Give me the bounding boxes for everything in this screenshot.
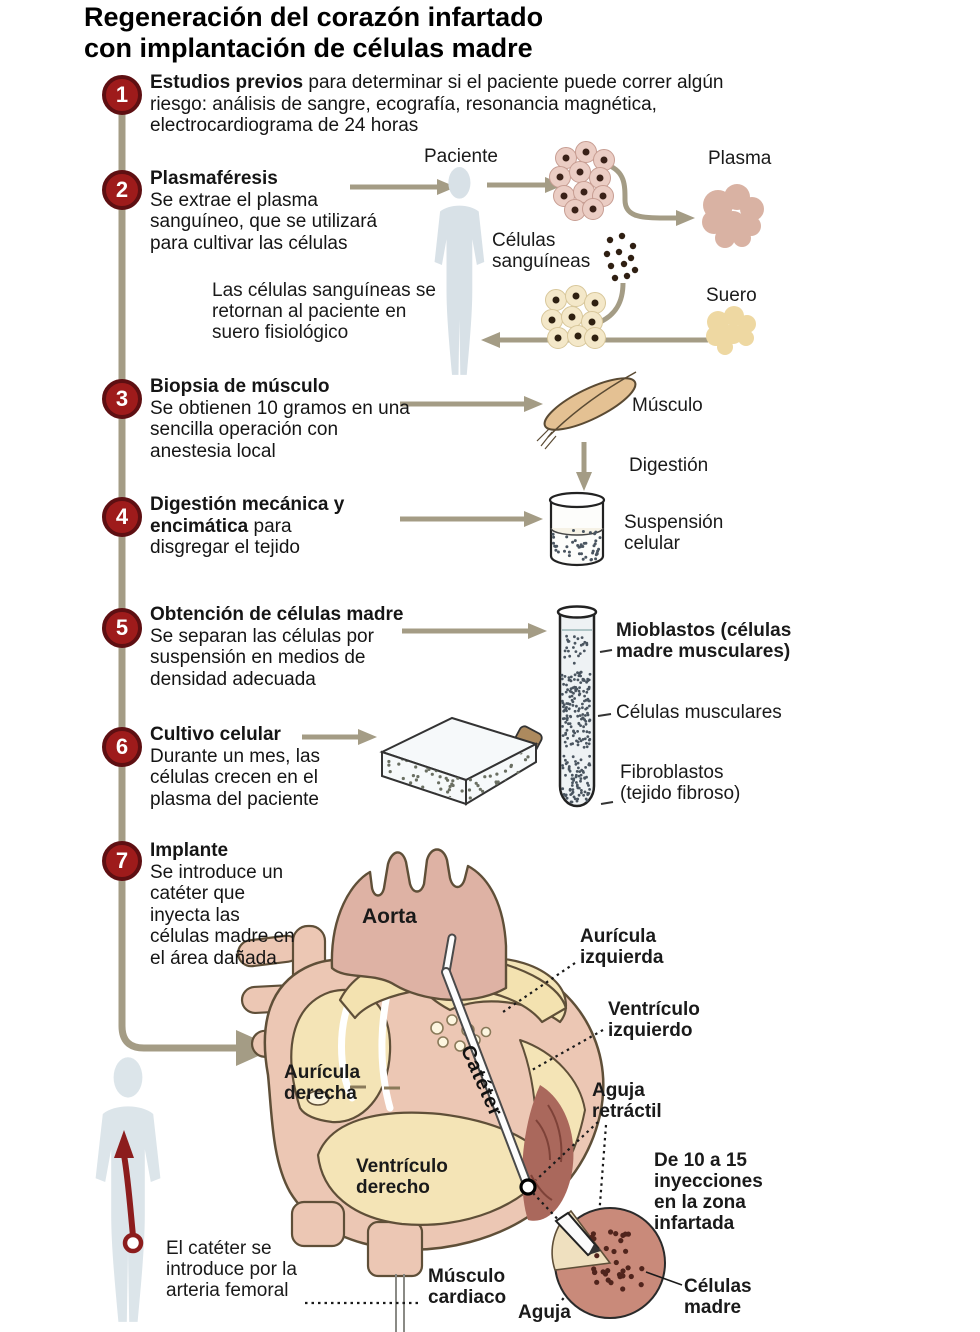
femoral-figure — [95, 1057, 161, 1322]
injection-inset — [551, 1207, 683, 1319]
blood-cells-dots — [603, 232, 639, 282]
step-badge-1: 1 — [102, 75, 142, 115]
digestion-label: Digestión — [629, 455, 709, 476]
step-badge-4: 4 — [102, 497, 142, 537]
cardiac-muscle-label: Músculo cardiaco — [428, 1266, 507, 1308]
suspension-label: Suspensión celular — [624, 512, 724, 554]
page-title: Regeneración del corazón infartado con i… — [84, 2, 544, 63]
step-badge-5: 5 — [102, 608, 142, 648]
step-1-text: Estudios previos para determinar si el p… — [150, 72, 724, 136]
culture-flask — [379, 716, 543, 806]
step-badge-3: 3 — [102, 379, 142, 419]
blood-cells-label: Células sanguíneas — [492, 230, 591, 272]
injections-note: De 10 a 15 inyecciones en la zona infart… — [654, 1150, 763, 1234]
plasma-blob — [702, 184, 764, 248]
artery-arrowhead-icon — [114, 1130, 134, 1158]
needle-tip-ring — [519, 1178, 537, 1196]
fibroblasts-label: Fibroblastos (tejido fibroso) — [620, 762, 741, 804]
step-4-text: Digestión mecánica y encimática para dis… — [150, 494, 345, 558]
left-ventricle-label: Ventrículo izquierdo — [608, 999, 700, 1041]
needle-label: Aguja — [518, 1302, 571, 1323]
muscle-tissue — [536, 371, 637, 450]
serum-blob — [706, 306, 756, 355]
muscle-label: Músculo — [632, 395, 703, 416]
beaker — [548, 491, 606, 567]
return-note: Las células sanguíneas se retornan al pa… — [212, 280, 436, 343]
serum-label: Suero — [706, 285, 757, 306]
heart-illustration — [237, 848, 605, 1332]
stem-cells-label: Células madre — [684, 1276, 752, 1318]
catheter — [441, 933, 532, 1189]
right-ventricle-label: Ventrículo derecho — [356, 1156, 448, 1198]
step-badge-7: 7 — [102, 841, 142, 881]
myoblasts-label: Mioblastos (células madre musculares) — [616, 620, 792, 662]
artery-entry-ring — [122, 1232, 144, 1254]
step-badge-6: 6 — [102, 727, 142, 767]
left-atrium-label: Aurícula izquierda — [580, 926, 664, 968]
returned-cells-cluster — [541, 285, 606, 349]
aorta-label: Aorta — [362, 905, 417, 928]
plasma-label: Plasma — [708, 148, 772, 169]
test-tube — [556, 605, 614, 808]
muscle-cells-label: Células musculares — [616, 702, 782, 723]
patient-label: Paciente — [424, 146, 498, 167]
retractable-needle-label: Aguja retráctil — [592, 1080, 662, 1122]
blood-sample-cluster — [549, 141, 615, 221]
femoral-note: El catéter se introduce por la arteria f… — [166, 1238, 297, 1301]
patient-figure — [434, 166, 485, 375]
right-atrium-label: Aurícula derecha — [284, 1062, 361, 1104]
step-badge-2: 2 — [102, 170, 142, 210]
aorta-shape — [330, 848, 508, 1002]
